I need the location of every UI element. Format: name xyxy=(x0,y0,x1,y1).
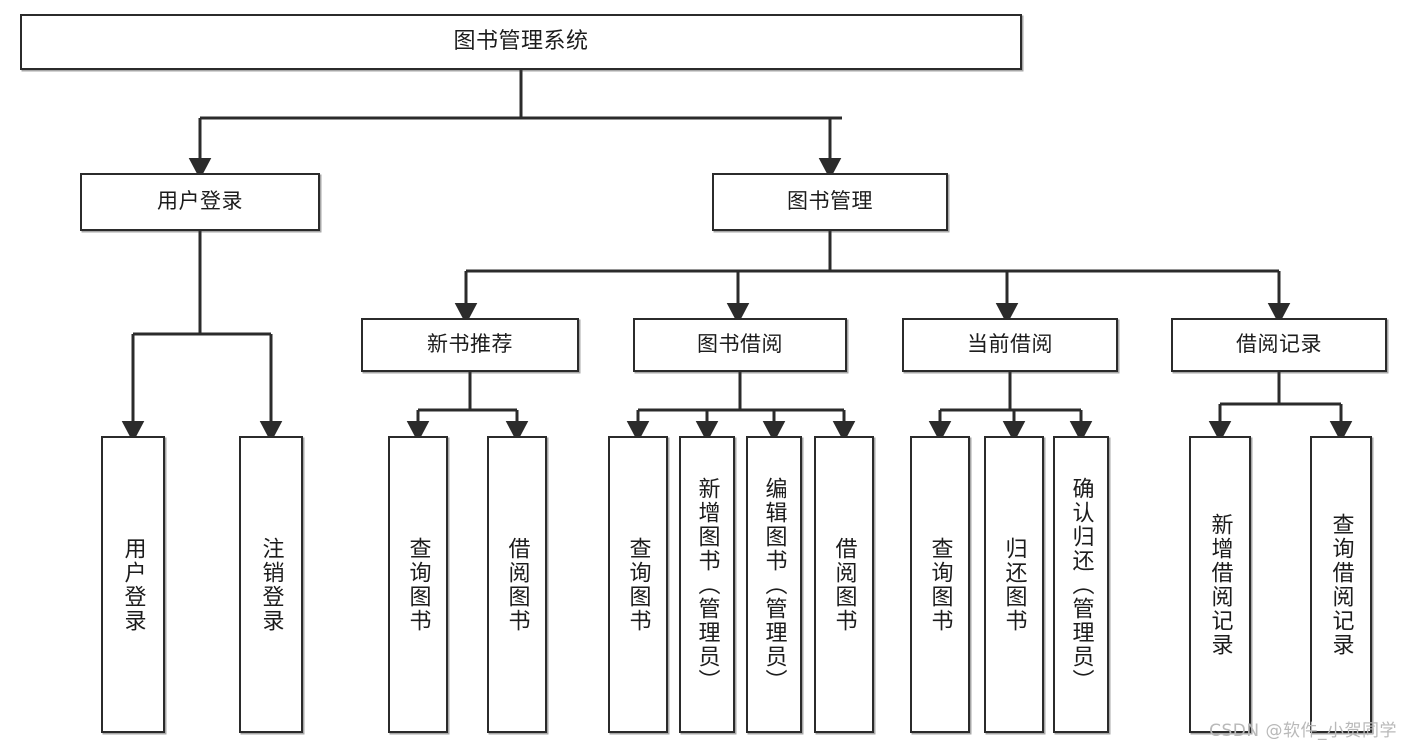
leaf-node-query-borrow-record[interactable]: 查询借阅记录 xyxy=(1310,436,1372,733)
borrow-record-to-leaves-connector xyxy=(1208,372,1353,443)
leaf-node-logout[interactable]: 注销登录 xyxy=(239,436,303,733)
node-label: 图书管理 xyxy=(787,189,873,214)
node-root-system[interactable]: 图书管理系统 xyxy=(20,14,1022,70)
node-borrow-record[interactable]: 借阅记录 xyxy=(1171,318,1387,372)
book-borrow-to-leaves-connector xyxy=(626,372,856,443)
node-label: 编辑图书（管理员） xyxy=(761,476,787,693)
user-login-to-leaves-connector xyxy=(121,231,283,443)
node-label: 借阅记录 xyxy=(1236,332,1322,357)
node-label: 用户登录 xyxy=(120,536,146,633)
node-label: 确认归还（管理员） xyxy=(1068,476,1094,693)
leaf-node-borrow-book[interactable]: 借阅图书 xyxy=(814,436,874,733)
node-label: 新增借阅记录 xyxy=(1207,512,1233,657)
node-label: 查询借阅记录 xyxy=(1328,512,1354,657)
leaf-node-user-login[interactable]: 用户登录 xyxy=(101,436,165,733)
node-label: 查询图书 xyxy=(927,536,953,633)
node-label: 图书管理系统 xyxy=(453,28,589,54)
leaf-node-add-borrow-record[interactable]: 新增借阅记录 xyxy=(1189,436,1251,733)
node-new-book-recommend[interactable]: 新书推荐 xyxy=(361,318,579,372)
node-label: 图书借阅 xyxy=(697,332,783,357)
node-label: 归还图书 xyxy=(1001,536,1027,633)
node-label: 查询图书 xyxy=(625,536,651,633)
node-label: 新书推荐 xyxy=(427,332,513,357)
book-management-to-level3-connector xyxy=(454,231,1291,325)
node-user-login[interactable]: 用户登录 xyxy=(80,173,320,231)
leaf-node-query-book-recommend[interactable]: 查询图书 xyxy=(388,436,448,733)
node-label: 用户登录 xyxy=(157,189,243,214)
leaf-node-edit-book[interactable]: 编辑图书（管理员） xyxy=(746,436,802,733)
node-label: 借阅图书 xyxy=(831,536,857,633)
node-book-management[interactable]: 图书管理 xyxy=(712,173,948,231)
node-label: 注销登录 xyxy=(258,536,284,633)
node-current-borrow[interactable]: 当前借阅 xyxy=(902,318,1118,372)
watermark-text: CSDN @软件_小贺同学 xyxy=(1209,721,1397,741)
node-label: 借阅图书 xyxy=(504,536,530,633)
leaf-node-return-book[interactable]: 归还图书 xyxy=(984,436,1044,733)
leaf-node-query-book-borrow[interactable]: 查询图书 xyxy=(608,436,668,733)
node-label: 当前借阅 xyxy=(967,332,1053,357)
leaf-node-borrow-book-recommend[interactable]: 借阅图书 xyxy=(487,436,547,733)
node-label: 查询图书 xyxy=(405,536,431,633)
current-borrow-to-leaves-connector xyxy=(928,372,1093,443)
root-to-level2-connector xyxy=(188,70,842,180)
node-label: 新增图书（管理员） xyxy=(694,476,720,693)
leaf-node-confirm-return[interactable]: 确认归还（管理员） xyxy=(1053,436,1109,733)
leaf-node-add-book[interactable]: 新增图书（管理员） xyxy=(679,436,735,733)
node-book-borrow[interactable]: 图书借阅 xyxy=(633,318,847,372)
new-book-recommend-to-leaves-connector xyxy=(406,372,529,443)
leaf-node-query-book-current[interactable]: 查询图书 xyxy=(910,436,970,733)
